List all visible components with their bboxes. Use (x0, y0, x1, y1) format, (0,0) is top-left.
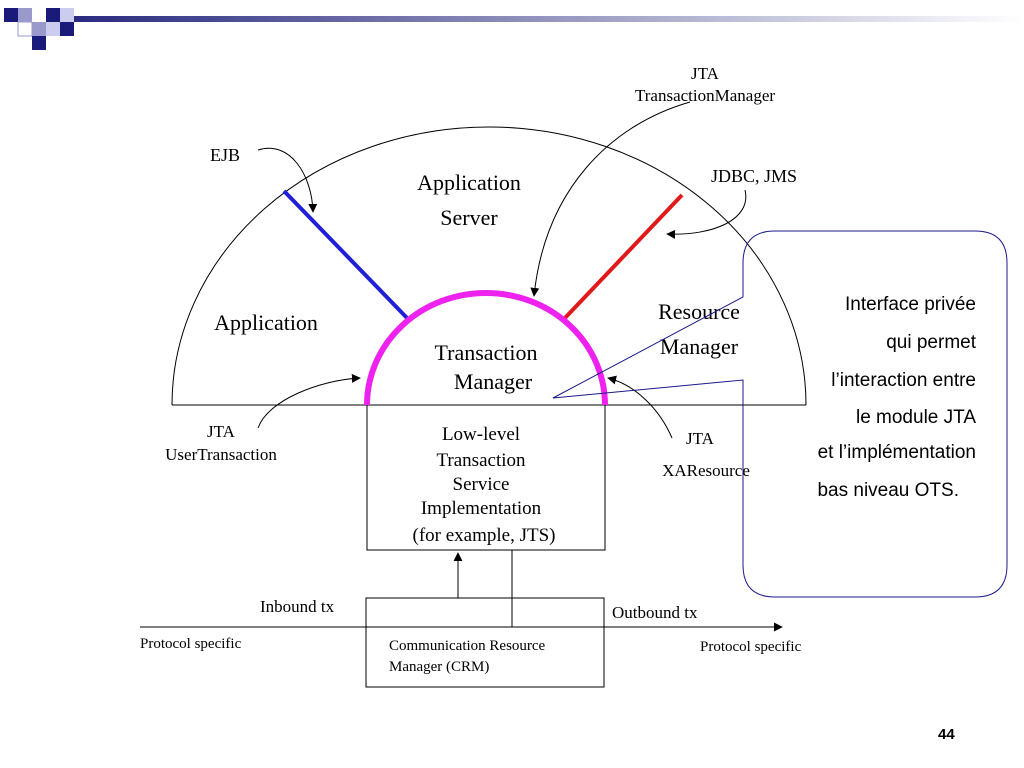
xaresource-callout-arrow (607, 375, 673, 439)
transaction-manager-label-1: Transaction (434, 340, 537, 365)
low-level-line-4: Implementation (421, 498, 542, 519)
tm-callout-arrow (530, 101, 691, 297)
annotation-line-3: l’interaction entre (831, 370, 976, 391)
usertransaction-callout-arrow (257, 373, 361, 429)
jdbc-jms-interface-line (562, 193, 684, 321)
annotation-line-2: qui permet (886, 332, 976, 353)
low-level-line-3: Service (453, 474, 510, 495)
ejb-callout-arrow (257, 147, 318, 213)
protocol-specific-left: Protocol specific (140, 636, 242, 652)
resource-manager-label-2: Manager (660, 334, 739, 359)
protocol-specific-right: Protocol specific (700, 639, 802, 655)
low-level-box (366, 405, 606, 551)
jta-xaresource-label-2: XAResource (662, 461, 750, 480)
annotation-text: Interface privée qui permet l’interactio… (817, 294, 976, 501)
jta-xaresource-label-1: JTA (686, 429, 715, 448)
inbound-tx-label: Inbound tx (260, 597, 335, 616)
transaction-manager-arc (364, 290, 608, 406)
annotation-line-1: Interface privée (845, 294, 976, 315)
annotation-line-5: et l’implémentation (818, 442, 976, 463)
application-label: Application (214, 310, 318, 335)
jta-usertransaction-label-1: JTA (207, 422, 236, 441)
crm-box (365, 597, 605, 688)
crm-line-1: Communication Resource (389, 638, 546, 654)
jdbc-jms-label: JDBC, JMS (711, 166, 797, 186)
annotation-line-4: le module JTA (856, 407, 976, 428)
annotation-box (552, 230, 1008, 598)
annotation-line-6: bas niveau OTS. (817, 480, 959, 501)
crm-line-2: Manager (CRM) (389, 659, 489, 675)
application-server-label-1: Application (417, 170, 521, 195)
jta-tm-label-1: JTA (691, 64, 720, 83)
jdbc-callout-arrow (666, 189, 747, 239)
application-server-dome (171, 126, 807, 406)
application-server-label-2: Server (440, 205, 498, 230)
ejb-interface-line (282, 189, 410, 321)
low-level-line-5: (for example, JTS) (413, 525, 556, 546)
low-level-line-1: Low-level (442, 424, 520, 445)
page-number: 44 (938, 726, 955, 743)
ejb-label: EJB (210, 145, 240, 165)
jta-tm-label-2: TransactionManager (635, 86, 775, 105)
jta-usertransaction-label-2: UserTransaction (165, 445, 277, 464)
corner-decoration (4, 8, 1024, 50)
outbound-tx-label: Outbound tx (612, 603, 698, 622)
transaction-manager-label-2: Manager (454, 369, 533, 394)
low-level-line-2: Transaction (436, 450, 526, 471)
